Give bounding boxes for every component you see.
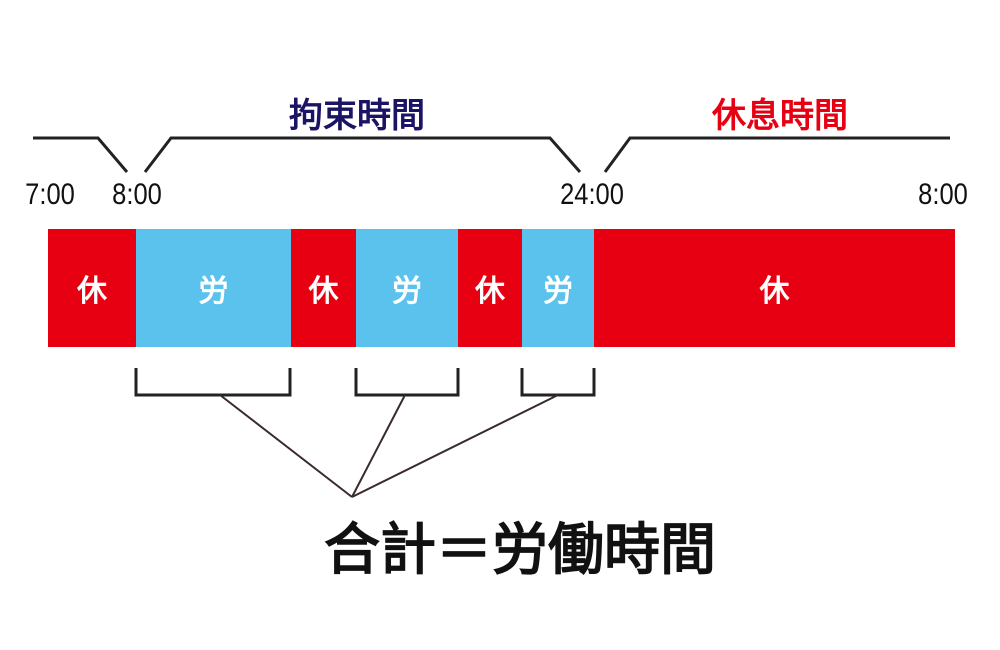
time-label: 8:00 [918,178,968,211]
rest-segment: 休 [594,229,955,347]
time-label: 7:00 [25,178,75,211]
pre-bracket-line [33,136,129,173]
restraint-bracket-line [143,136,582,173]
rest-bracket-line [603,136,950,173]
time-label: 8:00 [112,178,162,211]
work-bracket-3 [520,368,596,397]
restraint-time-heading: 拘束時間 [289,96,425,136]
rest-segment: 休 [291,229,356,347]
work-segment: 労 [522,229,594,347]
sum-line-3 [351,394,559,498]
rest-time-heading: 休息時間 [712,96,848,136]
work-segment: 労 [136,229,291,347]
work-bracket-2 [354,368,460,397]
work-segment: 労 [356,229,458,347]
sum-line-1 [219,394,353,498]
total-working-time-label: 合計＝労働時間 [324,518,716,583]
time-label: 24:00 [560,178,624,211]
rest-segment: 休 [48,229,136,347]
rest-segment: 休 [458,229,522,347]
work-bracket-1 [134,368,292,397]
sum-line-2 [351,394,406,498]
